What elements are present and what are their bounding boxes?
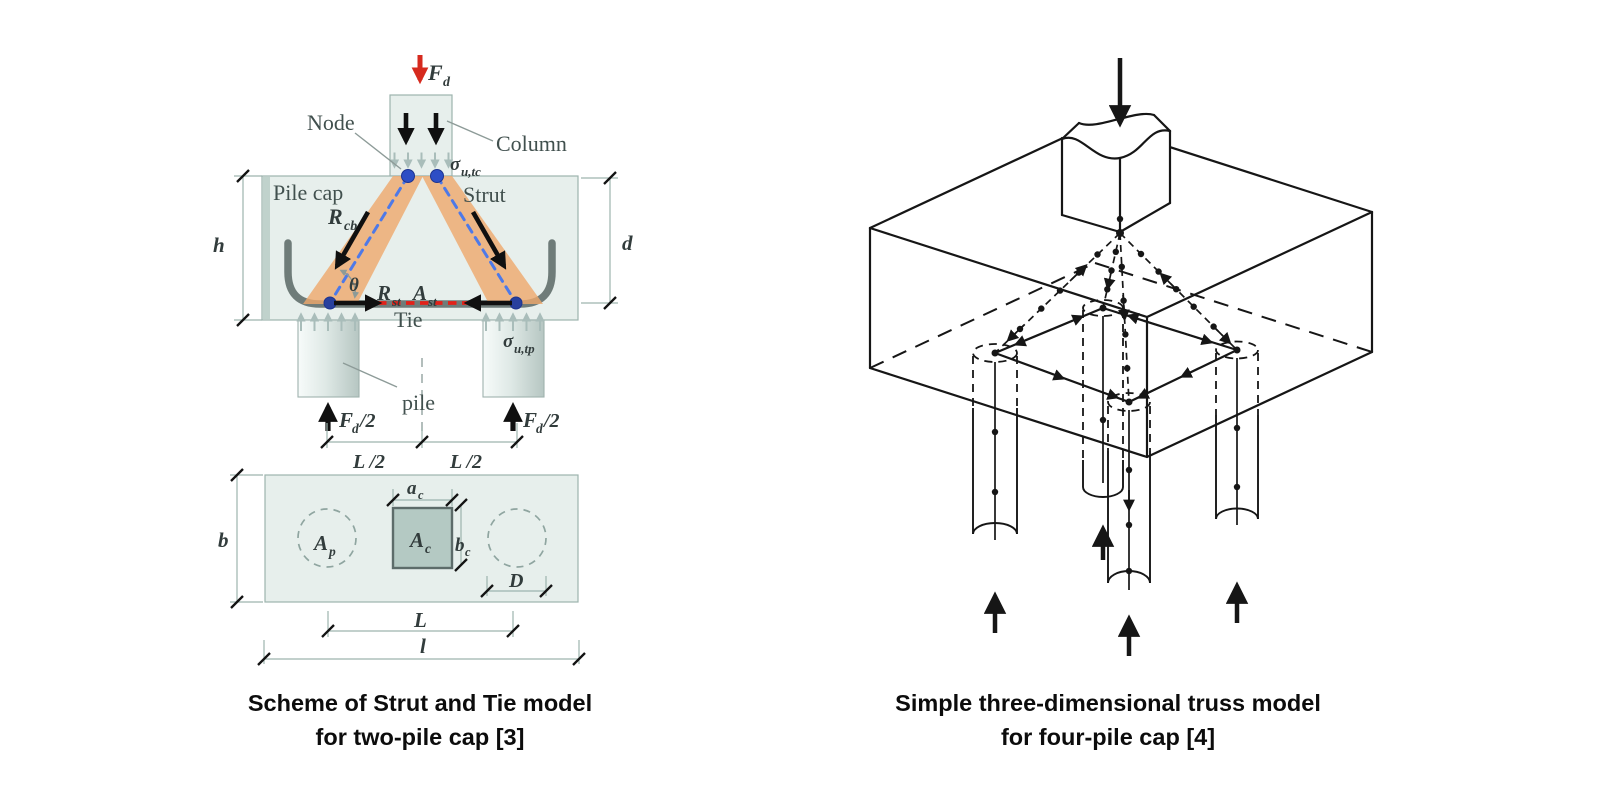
- node-top-left: [401, 169, 415, 183]
- left-caption-line1: Scheme of Strut and Tie model: [247, 690, 593, 716]
- label-fd-sub: d: [443, 75, 451, 90]
- pile-front-3d: [1107, 392, 1151, 590]
- pile-bearing-stress-arrows-left: [296, 312, 360, 331]
- strut-to-front-pile: [1118, 232, 1131, 403]
- strut-to-right-pile: [1119, 232, 1238, 351]
- right-caption-line1: Simple three-dimensional truss model: [895, 690, 1321, 716]
- load-node: [1116, 215, 1124, 237]
- label-L: L: [413, 608, 427, 632]
- label-Ap-base: A: [312, 531, 328, 555]
- truss-model-figure: [868, 58, 1374, 656]
- label-fd2-right-sub: d: [536, 421, 543, 436]
- label-Ac-sub: c: [425, 541, 431, 556]
- dimension-h: [234, 169, 262, 327]
- left-figure-caption: Scheme of Strut and Tie model for two-pi…: [170, 686, 670, 754]
- label-rst-sub: st: [391, 294, 401, 309]
- label-pile: pile: [402, 390, 435, 415]
- dimension-bc: [454, 498, 468, 572]
- label-strut: Strut: [463, 182, 506, 207]
- strut-force-arrow-right: [471, 210, 507, 270]
- pile-circle-right-plan: [487, 508, 547, 568]
- dimension-d: [581, 171, 618, 310]
- strut-centerline-right: [435, 174, 518, 305]
- label-fd2-left-base: F: [338, 408, 353, 432]
- theta-angle-arc: [339, 269, 360, 299]
- dimension-ac: [386, 489, 459, 507]
- strut-to-back-pile: [1102, 232, 1121, 309]
- label-column: Column: [496, 131, 567, 156]
- label-rcb-sub: cb: [344, 219, 357, 234]
- label-node: Node: [307, 110, 355, 135]
- label-ast-base: A: [411, 281, 427, 305]
- label-sigma-utc-sub: u,tc: [461, 164, 481, 179]
- left-caption-line2: for two-pile cap [3]: [315, 724, 525, 750]
- pile-left-elevation: [297, 319, 360, 398]
- label-d: d: [622, 231, 633, 255]
- pile-right-3d: [1215, 340, 1259, 525]
- label-ac-base: a: [407, 478, 417, 499]
- label-sigma-utp-sub: u,tp: [514, 341, 535, 356]
- label-fd2-left-sub: d: [352, 421, 359, 436]
- pile-right-elevation: [482, 319, 545, 398]
- label-fd-base: F: [427, 60, 443, 85]
- right-caption-line2: for four-pile cap [4]: [1000, 724, 1216, 750]
- strut-right: [422, 176, 543, 304]
- node-top-right: [430, 169, 444, 183]
- label-Ap-sub: p: [328, 544, 336, 559]
- label-sigma-utc-base: σ: [450, 154, 461, 175]
- column-footprint-square: [391, 506, 454, 570]
- strut-left: [303, 176, 423, 304]
- strut-to-left-pile: [994, 232, 1121, 354]
- dimension-L: [321, 611, 520, 638]
- pile-left-3d: [972, 343, 1018, 540]
- label-pile-cap: Pile cap: [273, 180, 343, 205]
- label-D: D: [508, 570, 523, 592]
- right-figure-caption: Simple three-dimensional truss model for…: [838, 686, 1378, 754]
- label-ac-sub: c: [418, 488, 424, 502]
- label-l-half-right: L /2: [449, 451, 482, 473]
- label-bc-base: b: [455, 535, 465, 556]
- dimension-l-total: [257, 640, 586, 666]
- label-sigma-utp-base: σ: [503, 331, 514, 352]
- node-leader-line: [354, 132, 402, 170]
- label-tie: Tie: [394, 307, 423, 332]
- label-bc-sub: c: [465, 545, 471, 559]
- label-b: b: [218, 528, 229, 552]
- pile-circle-left-plan: [297, 508, 357, 568]
- strut-and-tie-figure: F d Node Column σ u,tc Pile cap Strut R …: [213, 55, 633, 666]
- pile-leader-line: [342, 362, 398, 388]
- label-Ac-base: A: [408, 528, 424, 552]
- strut-force-arrow-left: [334, 210, 370, 270]
- pile-cap-box-hidden-edges: [869, 262, 1373, 369]
- label-ast-sub: st: [427, 294, 437, 309]
- label-theta: θ: [349, 275, 359, 296]
- dimension-b: [230, 468, 263, 609]
- label-l-half-left: L /2: [352, 451, 385, 473]
- dimension-l-half: [320, 423, 524, 449]
- label-h: h: [213, 233, 225, 257]
- pile-bearing-stress-arrows-right: [481, 312, 545, 331]
- label-fd2-right-suffix: /2: [542, 410, 560, 432]
- column-3d: [1060, 112, 1172, 234]
- label-rcb-base: R: [327, 204, 343, 229]
- label-l-total: l: [420, 634, 426, 658]
- dimension-D: [480, 576, 553, 598]
- label-rst-base: R: [376, 281, 391, 305]
- label-fd2-left-suffix: /2: [358, 410, 376, 432]
- column-leader-line: [446, 120, 494, 142]
- pile-cap-left-shade: [263, 177, 270, 319]
- label-fd2-right-base: F: [522, 408, 537, 432]
